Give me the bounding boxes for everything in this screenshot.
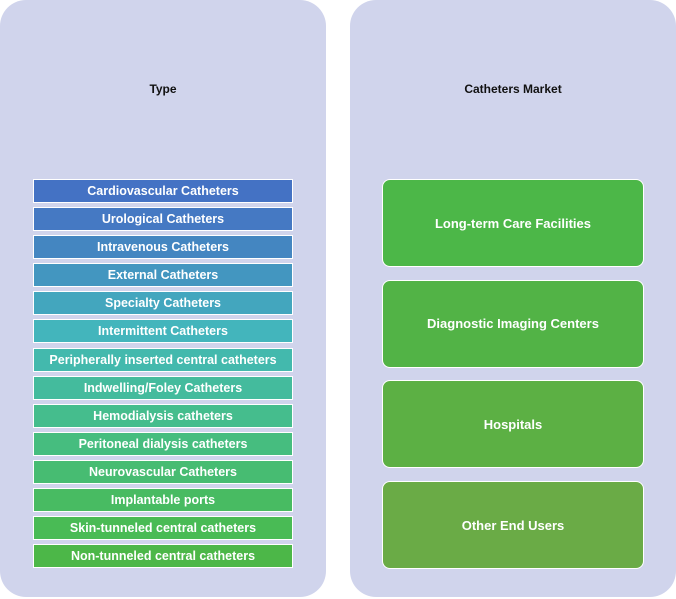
end-user-box: Long-term Care Facilities (382, 179, 644, 267)
type-item: Non-tunneled central catheters (33, 544, 293, 569)
end-user-label: Other End Users (461, 517, 565, 533)
type-item: Neurovascular Catheters (33, 459, 293, 484)
end-user-label: Long-term Care Facilities (434, 215, 592, 231)
end-user-box: Hospitals (382, 380, 644, 469)
end-user-box: Other End Users (382, 481, 644, 570)
type-item: Urological Catheters (33, 207, 293, 232)
type-item: Peritoneal dialysis catheters (33, 431, 293, 456)
type-item: Peripherally inserted central catheters (33, 347, 293, 372)
end-user-label: Hospitals (483, 416, 543, 432)
type-item: Skin-tunneled central catheters (33, 516, 293, 541)
type-item: Indwelling/Foley Catheters (33, 375, 293, 400)
end-user-box: Diagnostic Imaging Centers (382, 279, 644, 368)
type-item: Implantable ports (33, 488, 293, 513)
type-item: External Catheters (33, 263, 293, 288)
type-item: Intermittent Catheters (33, 319, 293, 344)
type-panel-title: Type (149, 82, 177, 96)
type-item: Specialty Catheters (33, 291, 293, 316)
market-panel-title: Catheters Market (464, 82, 562, 96)
type-item: Hemodialysis catheters (33, 403, 293, 428)
type-item: Cardiovascular Catheters (33, 179, 293, 203)
end-user-label: Diagnostic Imaging Centers (427, 316, 599, 332)
type-item: Intravenous Catheters (33, 235, 293, 260)
